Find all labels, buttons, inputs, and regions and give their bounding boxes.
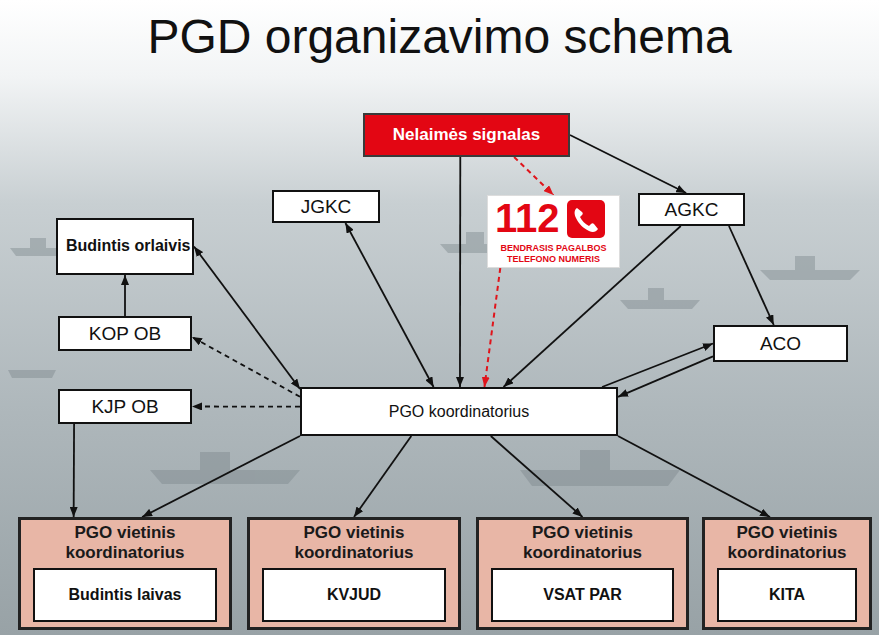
phone-icon [566, 199, 606, 239]
local-coordinator-box: PGO vietinis koordinatoriusKITA [702, 517, 872, 630]
node-label: PGO koordinatorius [389, 403, 530, 421]
coordinator-box: PGO koordinatorius [300, 387, 618, 436]
dashed-connector [514, 157, 553, 195]
duty-officer-box: KOP OB [58, 316, 192, 351]
node-label: PGO vietinis koordinatorius [705, 520, 869, 564]
duty-officer-box: KJP OB [58, 389, 192, 424]
unit-box: VSAT PAR [491, 568, 674, 622]
node-label: KITA [769, 586, 805, 604]
arrow-connector [491, 436, 583, 517]
center-box: JGKC [272, 190, 380, 223]
dashed-connector [484, 268, 500, 387]
node-label: JGKC [301, 196, 352, 218]
dashed-connector [192, 406, 300, 408]
node-label: 112 [495, 198, 560, 238]
node-label: PGO vietinis koordinatorius [250, 520, 458, 564]
node-label: KJP OB [91, 396, 158, 418]
node-label: PGO vietinis koordinatorius [479, 520, 686, 564]
alarm-box: Nelaimės signalas [363, 113, 570, 157]
arrow-connector [142, 436, 300, 517]
local-coordinator-box: PGO vietinis koordinatoriusKVJUD [247, 517, 461, 630]
unit-box: KVJUD [262, 568, 446, 622]
dashed-connector [192, 337, 300, 397]
node-label: Nelaimės signalas [393, 125, 540, 145]
node-label: PGO vietinis koordinatorius [21, 520, 229, 564]
node-label: KVJUD [327, 586, 381, 604]
arrow-connector [345, 223, 433, 387]
unit-box: KITA [717, 568, 857, 622]
diagram-title: PGD organizavimo schema [0, 8, 879, 66]
center-box: AGKC [638, 193, 745, 226]
aco-box: ACO [713, 325, 848, 362]
arrow-connector [354, 436, 411, 517]
node-label: Budintis orlaivis [66, 237, 190, 255]
node-label: Budintis laivas [69, 586, 182, 604]
arrow-connector [459, 157, 461, 387]
arrow-connector [124, 275, 126, 316]
unit-box: Budintis laivas [33, 568, 217, 622]
node-label: KOP OB [89, 323, 162, 345]
local-coordinator-box: PGO vietinis koordinatoriusVSAT PAR [476, 517, 689, 630]
node-label: AGKC [665, 199, 719, 221]
aircraft-box: Budintis orlaivis [56, 218, 194, 275]
arrow-connector [729, 226, 774, 325]
node-label: ACO [760, 333, 801, 355]
node-label: VSAT PAR [543, 586, 622, 604]
arrow-connector [618, 356, 713, 396]
arrow-connector [618, 436, 770, 517]
arrow-connector [73, 424, 75, 517]
arrow-connector [570, 135, 686, 193]
arrow-connector [194, 247, 300, 389]
local-coordinator-box: PGO vietinis koordinatoriusBudintis laiv… [18, 517, 232, 630]
node-subtitle: BENDRASIS PAGALBOS TELEFONO NUMERIS [488, 243, 619, 264]
